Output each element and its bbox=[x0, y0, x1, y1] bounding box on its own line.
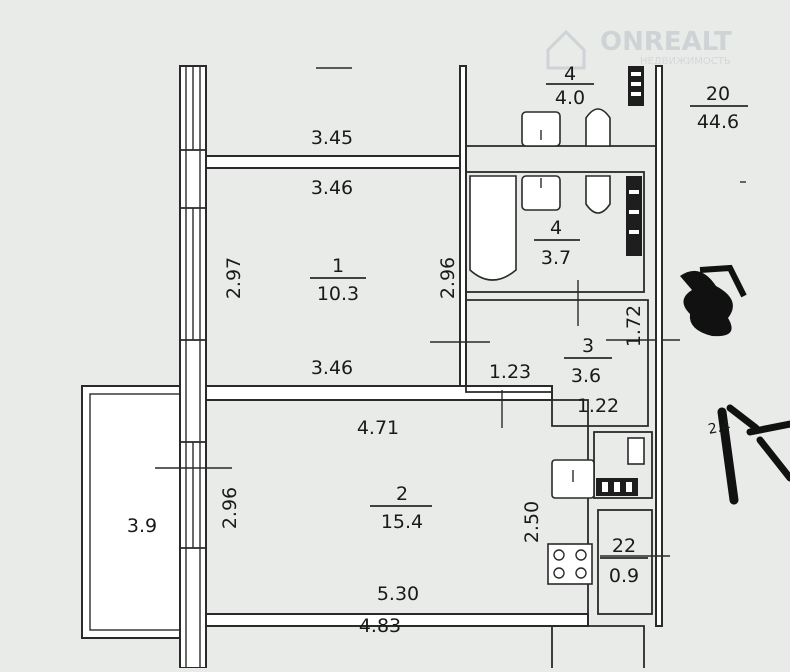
bathtub-icon bbox=[469, 175, 517, 281]
sink-icon bbox=[521, 111, 561, 147]
dimension-label: 5.30 bbox=[377, 583, 419, 605]
room-20-label: 20 44.6 bbox=[690, 83, 748, 133]
dimension-label: 2.97 bbox=[223, 257, 245, 299]
radiator-icon bbox=[628, 66, 644, 106]
facade-wall bbox=[179, 65, 207, 669]
room-3-label: 3 3.6 bbox=[564, 335, 612, 387]
kitchen-radiator-icon bbox=[596, 478, 638, 496]
kitchen-fixtures bbox=[547, 437, 645, 585]
room-number: 2 bbox=[396, 483, 408, 505]
room-area: 15.4 bbox=[381, 511, 423, 533]
balcony bbox=[81, 385, 232, 639]
marker-scribble bbox=[680, 264, 790, 505]
room-4-bath-outline bbox=[465, 171, 645, 293]
dimension-label: 1.72 bbox=[623, 305, 645, 347]
room-1-outline bbox=[205, 65, 490, 387]
room-area: 4.0 bbox=[555, 87, 585, 109]
dimension-label: 2.50 bbox=[521, 501, 543, 543]
room-4-top-label: 4 4.0 bbox=[546, 63, 594, 109]
room-area: 3.6 bbox=[571, 365, 601, 387]
room-number: 1 bbox=[332, 255, 344, 277]
room-number: 4 bbox=[564, 63, 576, 85]
bath-toilet-icon bbox=[585, 175, 611, 214]
watermark: ONREALT НЕДВИЖИМОСТЬ bbox=[546, 27, 732, 70]
dimension-label-partial: 2.4 bbox=[707, 418, 732, 438]
room-number: 20 bbox=[706, 83, 730, 105]
room-number: 3 bbox=[582, 335, 594, 357]
dimension-label: 3.45 bbox=[311, 127, 353, 149]
room-area: 10.3 bbox=[317, 283, 359, 305]
stove-icon bbox=[547, 543, 593, 585]
room-3-outline bbox=[465, 280, 680, 427]
room-2-label: 2 15.4 bbox=[370, 483, 432, 533]
room-4-bath-label: 4 3.7 bbox=[534, 217, 580, 269]
dimension-label: 3.46 bbox=[311, 357, 353, 379]
watermark-tagline: НЕДВИЖИМОСТЬ bbox=[640, 56, 731, 67]
room-22-label: 22 0.9 bbox=[600, 535, 648, 587]
house-logo-icon bbox=[546, 29, 586, 70]
dimension-label: 1.22 bbox=[577, 395, 619, 417]
bath-radiator-icon bbox=[626, 176, 642, 256]
dimension-label: 4.71 bbox=[357, 417, 399, 439]
balcony-dimension: 3.9 bbox=[127, 515, 157, 537]
bath-sink-icon bbox=[521, 175, 561, 211]
dimension-label: 2.96 bbox=[437, 257, 459, 299]
dimension-label: 4.83 bbox=[359, 615, 401, 637]
room-area: 3.7 bbox=[541, 247, 571, 269]
toilet-icon bbox=[585, 108, 611, 147]
shaft-walls bbox=[593, 65, 670, 627]
lower-room-outline bbox=[205, 625, 645, 668]
meter-icon bbox=[627, 437, 645, 465]
watermark-brand: ONREALT bbox=[600, 27, 732, 57]
room-area: 44.6 bbox=[697, 111, 739, 133]
dimension-label: 2.96 bbox=[219, 487, 241, 529]
dimension-label: 3.46 bbox=[311, 177, 353, 199]
dimension-label: 1.23 bbox=[489, 361, 531, 383]
room-number: 4 bbox=[550, 217, 562, 239]
room-number: 22 bbox=[612, 535, 636, 557]
room-area: 0.9 bbox=[609, 565, 639, 587]
room-1-label: 1 10.3 bbox=[310, 255, 366, 305]
